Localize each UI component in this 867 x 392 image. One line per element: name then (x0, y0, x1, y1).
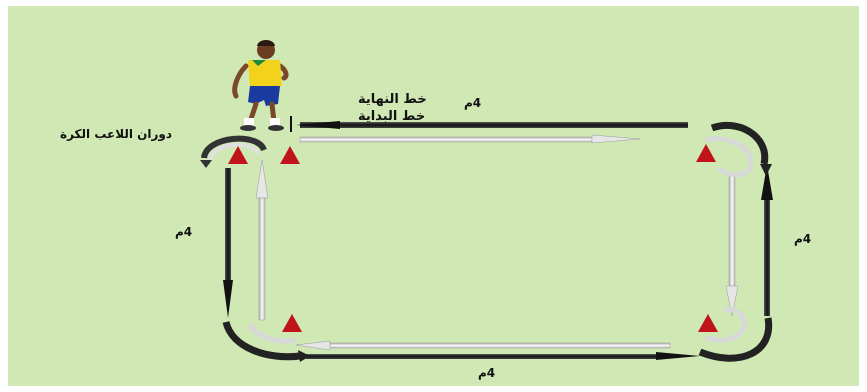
turn-arrow-bottom-right (700, 309, 769, 358)
player-turn-label: دوران اللاعب الكرة (60, 127, 172, 141)
bottom-dark-arrow (306, 352, 700, 360)
cone-start-left (228, 146, 248, 164)
cone-start-right (280, 146, 300, 164)
top-light-arrow (300, 135, 640, 143)
cone-bottom-right (698, 314, 718, 332)
soccer-player-icon (235, 40, 286, 131)
top-dark-arrow (296, 121, 688, 129)
distance-bottom-label: 4م (478, 366, 495, 380)
cone-bottom-left (282, 314, 302, 332)
distance-left-label: 4م (175, 225, 192, 239)
left-light-arrow (256, 160, 268, 320)
start-line-label: خط البداية (358, 109, 425, 124)
distance-top-label: 4م (464, 96, 481, 110)
cone-top-right (696, 144, 716, 162)
distance-right-label: 4م (794, 232, 811, 246)
turn-arrow-top-right (706, 125, 772, 176)
right-dark-arrow (761, 165, 773, 316)
right-light-arrow (726, 176, 738, 316)
finish-line-label: خط النهاية (358, 92, 427, 107)
left-dark-arrow (223, 168, 233, 318)
bottom-light-arrow (296, 341, 670, 350)
